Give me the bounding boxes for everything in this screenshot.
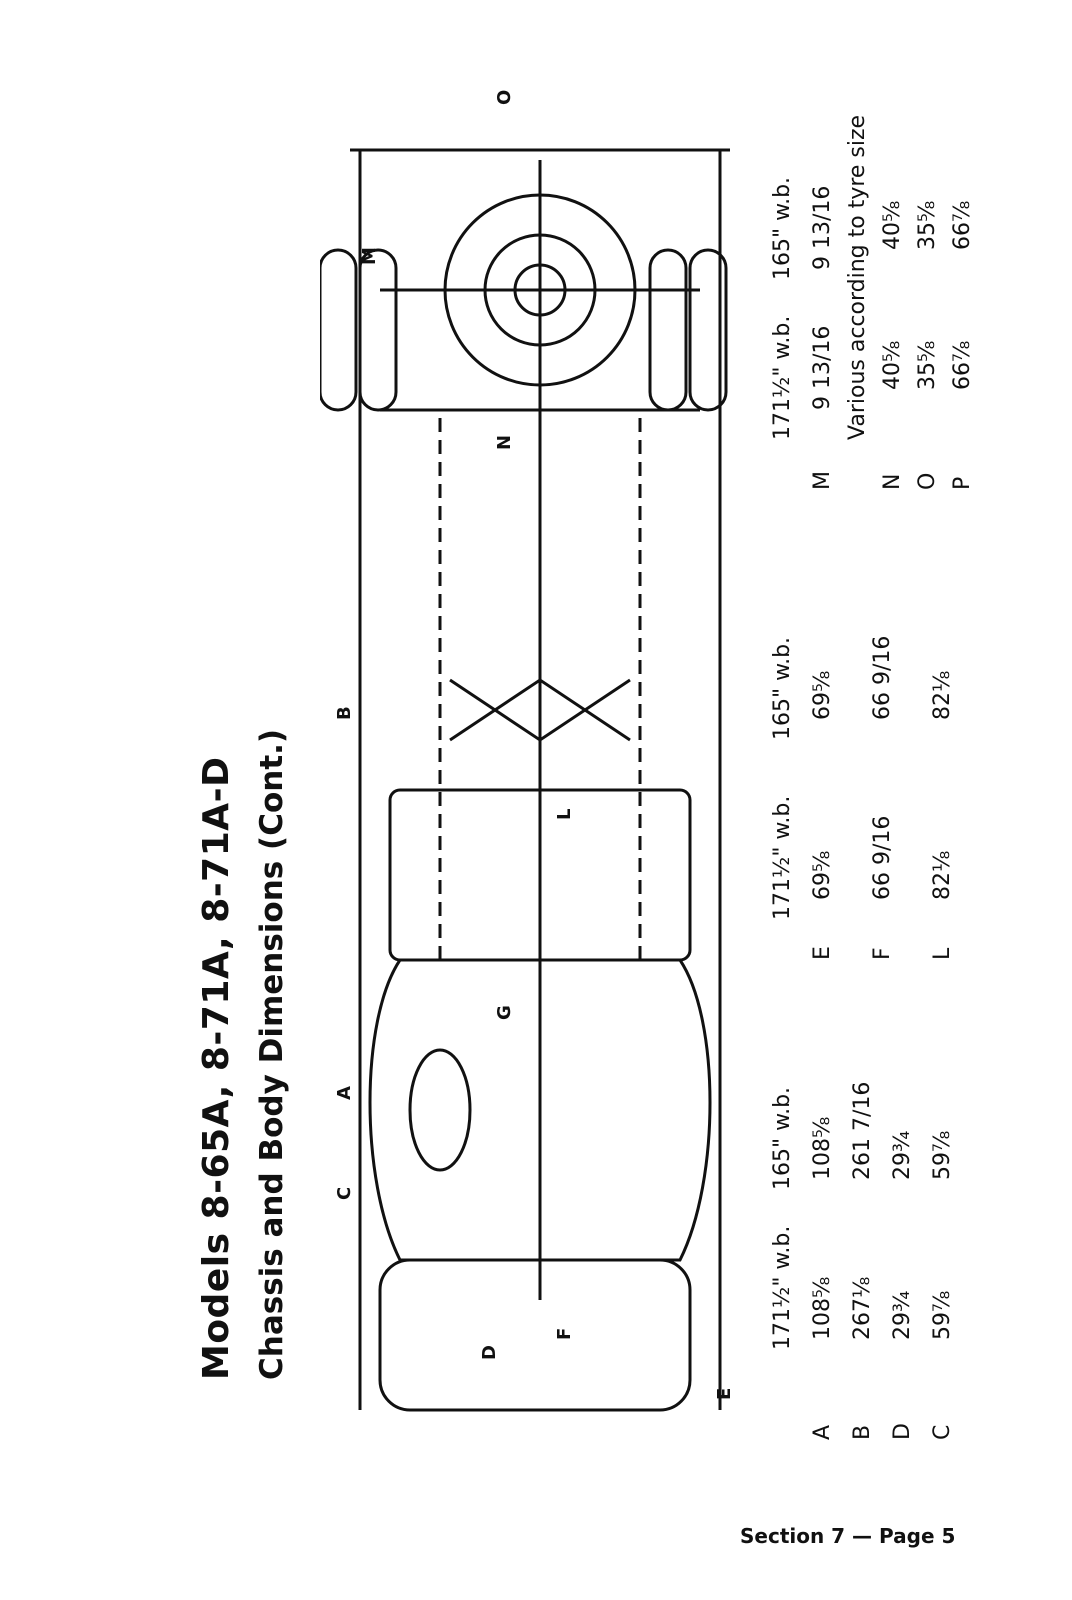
table3-col2-header: 165" w.b. <box>770 176 795 280</box>
table2-cell: 69⅝ <box>810 670 835 720</box>
table3-row-key: P <box>950 476 975 490</box>
table2-cell: 82⅛ <box>930 670 955 720</box>
label-l: L <box>554 809 575 820</box>
page-subtitle: Chassis and Body Dimensions (Cont.) <box>254 728 290 1380</box>
table2-row-key: E <box>810 946 835 960</box>
label-e: E <box>714 1388 735 1400</box>
rotated-page: Models 8-65A, 8-71A, 8-71A-D Chassis and… <box>196 90 975 1440</box>
label-g: G <box>494 1005 515 1020</box>
table1-row-key: C <box>930 1424 955 1440</box>
table1-cell: 108⅝ <box>810 1276 835 1340</box>
table1-row-key: B <box>850 1424 875 1440</box>
table3-cell: 40⅝ <box>880 200 905 250</box>
table2-cell: 66 9/16 <box>870 815 895 900</box>
table3-cell: 35⅝ <box>915 340 940 390</box>
table1-cell: 261 7/16 <box>850 1081 875 1180</box>
page-title: Models 8-65A, 8-71A, 8-71A-D <box>196 756 237 1380</box>
table3-row-key: M <box>810 471 835 490</box>
table3-cell: 9 13/16 <box>810 185 835 270</box>
label-o: O <box>494 90 515 105</box>
table3-note: Various according to tyre size <box>845 114 870 440</box>
table1-cell: 59⅞ <box>930 1130 955 1180</box>
label-f: F <box>554 1328 575 1340</box>
table2-col2-header: 165" w.b. <box>770 636 795 740</box>
table3-row-key: O <box>915 472 940 490</box>
table1-col1-header: 171½" w.b. <box>770 1225 795 1350</box>
table1-col2-header: 165" w.b. <box>770 1086 795 1190</box>
table1-cell: 29¾ <box>890 1290 915 1340</box>
label-d: D <box>479 1345 500 1360</box>
page-footer: Section 7 — Page 5 <box>740 1524 956 1548</box>
table1-row-key: D <box>890 1423 915 1440</box>
table2-col1-header: 171½" w.b. <box>770 795 795 920</box>
table3-cell: 35⅝ <box>915 200 940 250</box>
table1-cell: 59⅞ <box>930 1290 955 1340</box>
label-a: A <box>334 1086 355 1100</box>
table1-cell: 108⅝ <box>810 1116 835 1180</box>
label-c: C <box>334 1187 355 1200</box>
table3-cell: 66⅞ <box>950 340 975 390</box>
table2-row-key: L <box>930 947 955 960</box>
label-n: N <box>494 435 515 450</box>
table2-cell: 66 9/16 <box>870 635 895 720</box>
table2-cell: 82⅛ <box>930 850 955 900</box>
chassis-diagram: A B C D E F G L M N O <box>320 90 735 1412</box>
table1-row-key: A <box>810 1424 835 1440</box>
table3-cell: 66⅞ <box>950 200 975 250</box>
table1-cell: 267⅛ <box>850 1276 875 1340</box>
table3-col1-header: 171½" w.b. <box>770 315 795 440</box>
table2-row-key: F <box>870 947 895 960</box>
table2-cell: 69⅝ <box>810 850 835 900</box>
label-b: B <box>334 706 355 720</box>
table3-cell: 40⅝ <box>880 340 905 390</box>
table1-cell: 29¾ <box>890 1130 915 1180</box>
table3-row-key: N <box>880 473 905 490</box>
table3-cell: 9 13/16 <box>810 325 835 410</box>
label-m: M <box>359 247 380 265</box>
